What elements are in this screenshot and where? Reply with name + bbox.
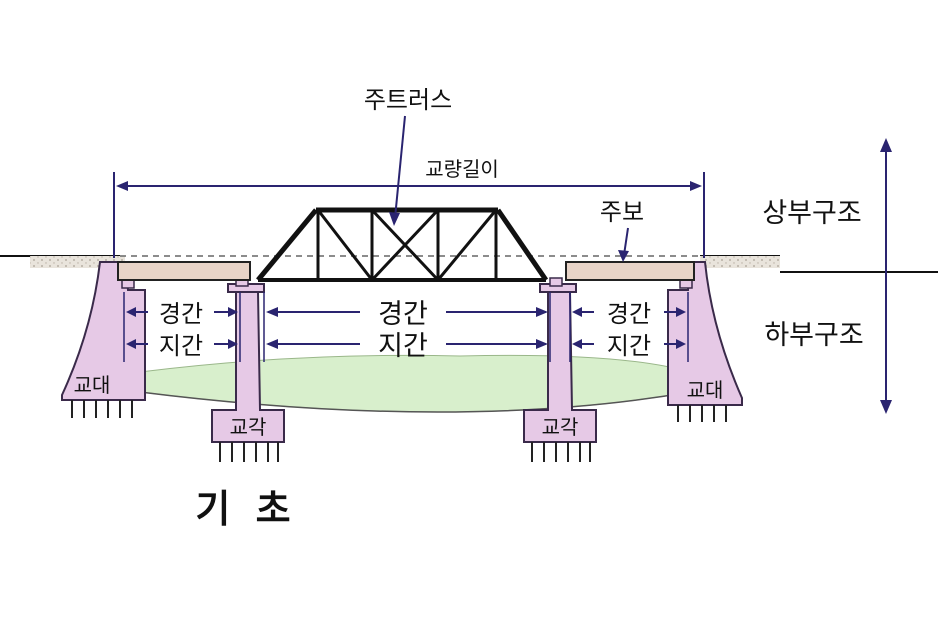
bridge-length-dimension [113,172,705,258]
span-right-gyeonggan: 경간 [607,300,651,328]
span-right-jigan: 지간 [607,332,651,360]
main-truss [256,207,549,282]
main-truss-label: 주트러스 [364,86,452,114]
span-center-jigan: 지간 [378,331,428,362]
span-left-dimensions [126,307,238,349]
span-guide-lines [123,292,689,362]
main-girder-label: 주보 [600,198,644,226]
abutment-right-label: 교대 [687,378,724,402]
substructure-label: 하부구조 [764,320,863,351]
pier-right-label: 교각 [542,415,579,439]
riverbed-line [139,391,691,413]
abutment-right [667,261,743,422]
span-center-dimensions [266,307,548,349]
foundation-label: 기 초 [195,487,296,531]
superstructure-label: 상부구조 [762,198,861,229]
pier-left-label: 교각 [230,415,267,439]
pier-left [211,283,285,462]
girder-left [117,261,251,281]
bridge-length-label: 교량길이 [425,157,499,181]
span-right-dimensions [572,307,686,349]
span-center-gyeonggan: 경간 [378,299,428,330]
span-left-gyeonggan: 경간 [159,300,203,328]
girder-leader-arrow [618,227,629,262]
truss-leader-arrow [389,115,406,226]
structure-height-dimension [880,138,892,414]
span-left-jigan: 지간 [159,332,203,360]
girder-right [565,261,695,281]
abutment-left-label: 교대 [74,373,111,397]
